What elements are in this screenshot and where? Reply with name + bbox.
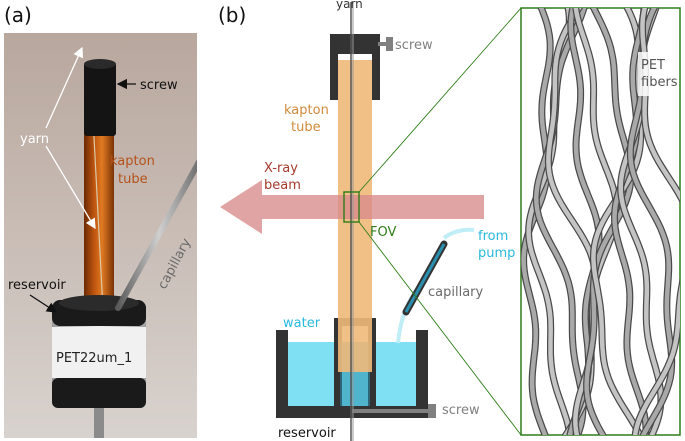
label-fov: FOV [370,225,396,240]
panel-b-label: (b) [218,3,246,27]
label-pet: PET [641,58,665,73]
label-xray-2: beam [264,178,301,193]
bottom-screw [352,409,430,413]
label-capillary: capillary [428,285,484,300]
zoom-line-top [358,7,522,193]
photo-label-kapton-2: tube [118,172,148,187]
photo-sample-tag: PET22um_1 [56,351,132,366]
label-reservoir: reservoir [278,426,336,441]
panel-a-label: (a) [4,3,32,27]
label-from-pump-2: pump [478,246,515,261]
photo-screw-cap [84,62,116,136]
label-screw-top: screw [395,38,433,53]
photo-label-reservoir: reservoir [8,278,66,293]
photo-rod [94,405,104,438]
label-from-pump-1: from [478,229,508,244]
fov-box [343,191,360,223]
photo-label-screw: screw [140,78,178,93]
label-kapton-2: tube [291,120,321,135]
xray-beam-arrow [220,180,484,234]
zoom-line-bottom [358,221,522,436]
label-water: water [283,316,321,331]
label-xray-1: X-ray [264,161,298,176]
label-yarn: yarn [336,0,363,11]
photo-panel: PET22um_1 [4,33,197,438]
top-holder [330,34,380,100]
pet-fiber [612,8,649,435]
pet-fiber [591,8,643,435]
fiber-zoom-panel: PET fibers [520,7,681,436]
label-kapton-1: kapton [284,103,329,118]
label-screw-bottom: screw [442,403,480,418]
top-screw [378,42,388,46]
label-fibers: fibers [641,75,678,90]
photo-label-yarn: yarn [20,132,49,147]
photo-capillary [115,159,197,311]
photo-label-kapton-1: kapton [110,154,155,169]
